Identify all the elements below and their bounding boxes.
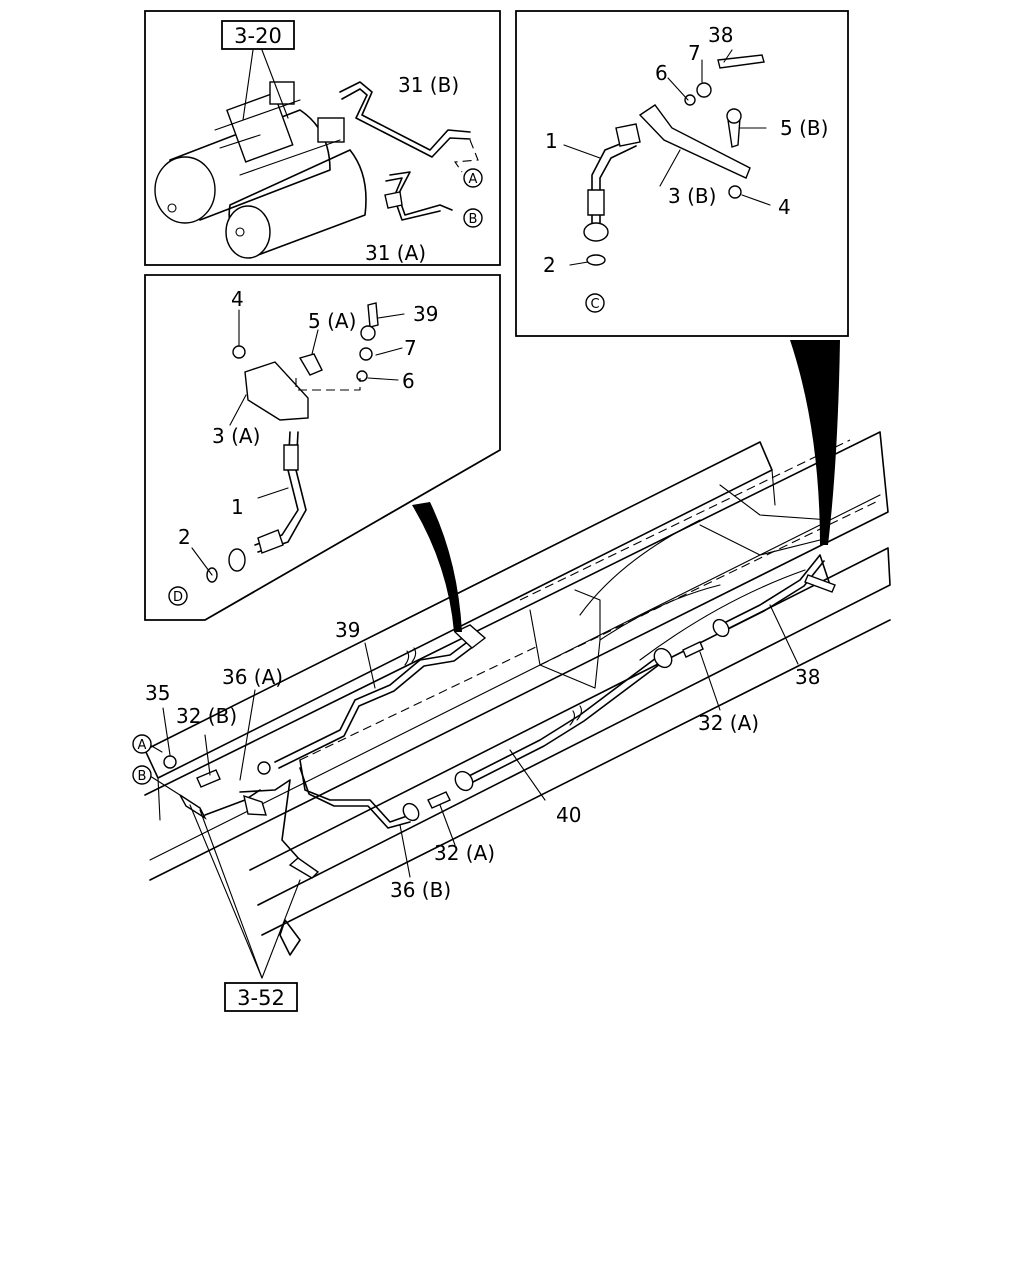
inset-hose-b — [515, 10, 849, 337]
label-36b: 36 (B) — [390, 878, 451, 902]
marker-b-main: B — [132, 765, 152, 785]
pipe-39 — [274, 639, 475, 769]
label-32b: 32 (B) — [176, 704, 237, 728]
label-32a-right: 32 (A) — [698, 711, 759, 735]
ref-box-3-20: 3-20 — [221, 20, 295, 121]
label-3b: 3 (B) — [668, 184, 716, 208]
marker-b-main-text: B — [138, 769, 147, 784]
main-leaders — [149, 604, 799, 979]
label-4-inset-a: 4 — [231, 287, 244, 311]
label-6-inset-b: 6 — [655, 61, 668, 85]
marker-c-text: C — [590, 297, 599, 312]
pipe-38 — [712, 554, 836, 638]
label-7-inset-b: 7 — [688, 41, 701, 65]
ref-3-20-text: 3-20 — [234, 24, 282, 48]
chassis-frame — [144, 431, 891, 956]
inset-hose-a — [144, 274, 501, 621]
marker-a-inset: A — [463, 168, 483, 188]
label-5a: 5 (A) — [308, 309, 356, 333]
label-40: 40 — [556, 803, 581, 827]
label-32a-left: 32 (A) — [434, 841, 495, 865]
label-36a: 36 (A) — [222, 665, 283, 689]
label-39-inset: 39 — [413, 302, 438, 326]
label-31a-inset: 31 (A) — [365, 241, 426, 265]
label-7-inset-a: 7 — [404, 336, 417, 360]
label-2-inset-a: 2 — [178, 525, 191, 549]
bracket-39-clamp — [453, 624, 487, 649]
label-31b-inset: 31 (B) — [398, 73, 459, 97]
ref-box-3-52: 3-52 — [224, 982, 298, 1012]
callout-wedge-right — [790, 340, 840, 545]
pipe-36 — [204, 759, 420, 879]
marker-a-main: A — [132, 734, 152, 754]
ref-3-52-text: 3-52 — [237, 986, 285, 1010]
label-2-inset-b: 2 — [543, 253, 556, 277]
marker-d: D — [168, 586, 188, 606]
label-1-inset-a: 1 — [231, 495, 244, 519]
marker-a-main-text: A — [138, 738, 147, 753]
label-3a: 3 (A) — [212, 424, 260, 448]
label-38-inset: 38 — [708, 23, 733, 47]
marker-d-text: D — [173, 590, 183, 605]
marker-b-inset: B — [463, 208, 483, 228]
label-5b: 5 (B) — [780, 116, 828, 140]
marker-c: C — [585, 293, 605, 313]
label-38-main: 38 — [795, 665, 820, 689]
label-35: 35 — [145, 681, 170, 705]
label-39-main: 39 — [335, 618, 360, 642]
label-4-inset-b: 4 — [778, 195, 791, 219]
label-1-inset-b: 1 — [545, 129, 558, 153]
pipe-40 — [454, 647, 673, 792]
label-6-inset-a: 6 — [402, 369, 415, 393]
callout-wedge-left — [412, 502, 462, 632]
marker-a-inset-text: A — [469, 172, 478, 187]
marker-b-inset-text: B — [469, 212, 478, 227]
inset-air-tanks — [144, 10, 501, 266]
